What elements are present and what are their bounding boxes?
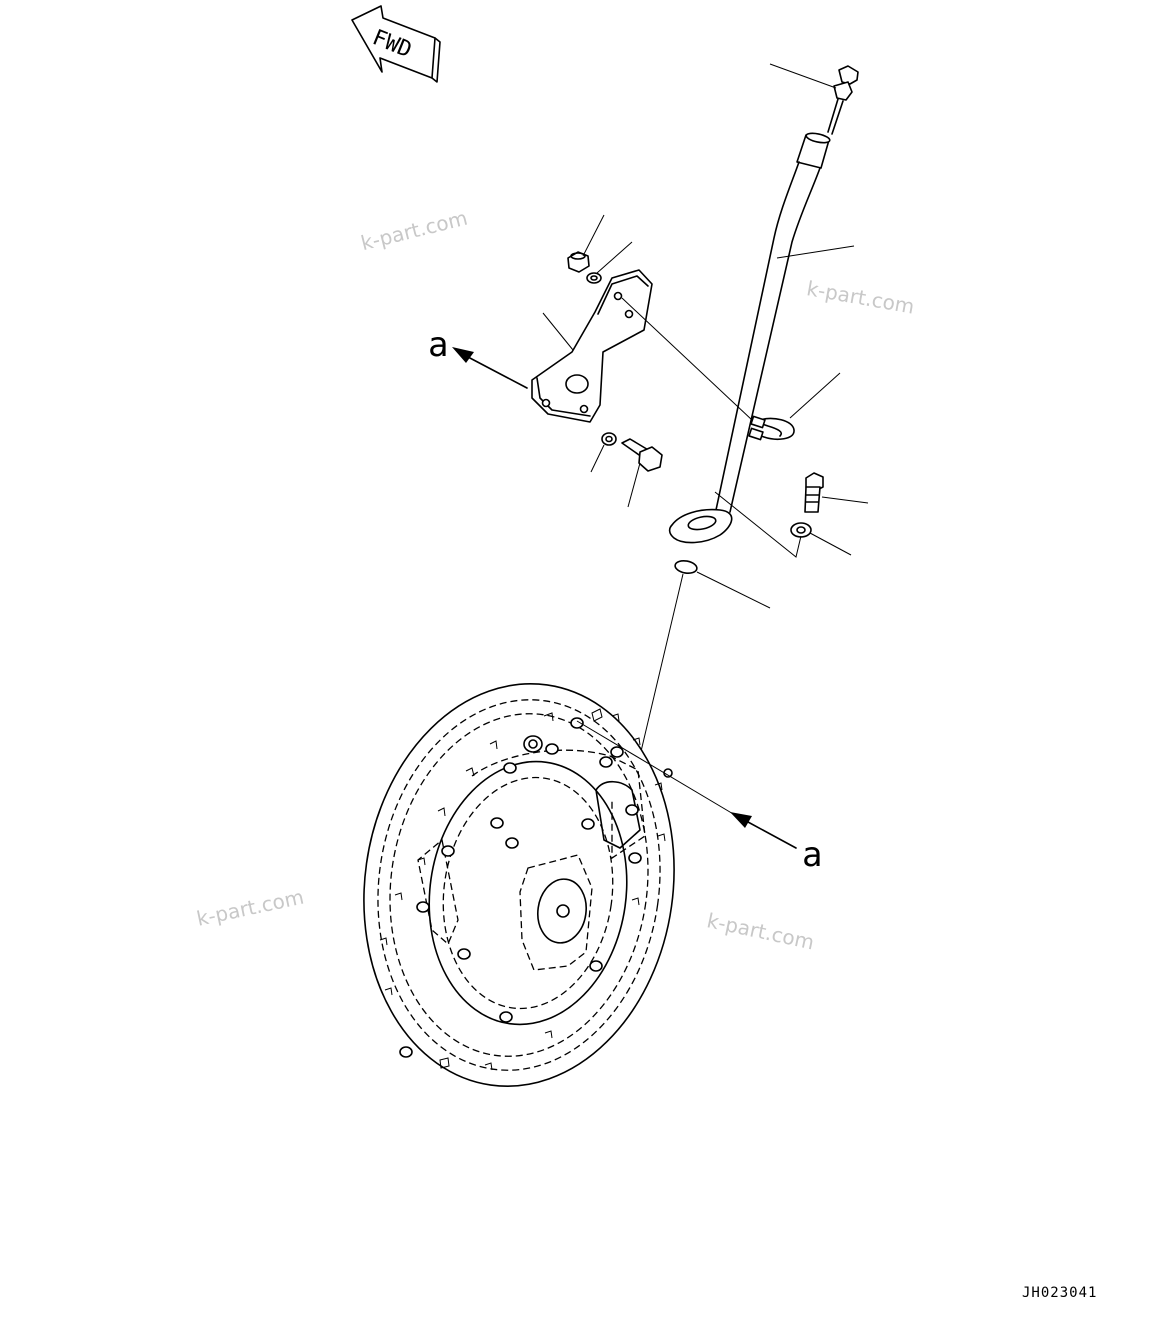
o-ring <box>633 559 771 782</box>
tube-clip <box>748 372 841 441</box>
fwd-direction-marker: FWD <box>351 5 441 83</box>
watermark-text: k-part.com <box>805 276 916 319</box>
housing-bolt-heads <box>399 717 673 1058</box>
dipstick-guide-tube <box>668 132 855 544</box>
callout-arrow-a-lower: a <box>576 720 822 875</box>
housing-rim-marks <box>379 708 666 1071</box>
bracket-nut <box>567 214 605 273</box>
mounting-bracket <box>531 269 753 423</box>
watermark-text: k-part.com <box>194 885 306 931</box>
tube-bolt <box>804 472 869 513</box>
bracket-lock-washer <box>586 241 633 284</box>
drawing-code: JH023041 <box>1022 1285 1097 1301</box>
bracket-bolt <box>621 438 663 508</box>
callout-letter-a: a <box>428 325 448 365</box>
flywheel-housing <box>363 683 675 1087</box>
callout-arrow-a-upper: a <box>428 325 528 389</box>
bracket-washer <box>590 432 617 473</box>
dipstick-handle <box>769 63 859 135</box>
callout-letter-a: a <box>802 835 822 875</box>
watermark-text: k-part.com <box>358 206 469 256</box>
tube-washer <box>714 491 852 558</box>
watermark-text: k-part.com <box>705 908 817 954</box>
